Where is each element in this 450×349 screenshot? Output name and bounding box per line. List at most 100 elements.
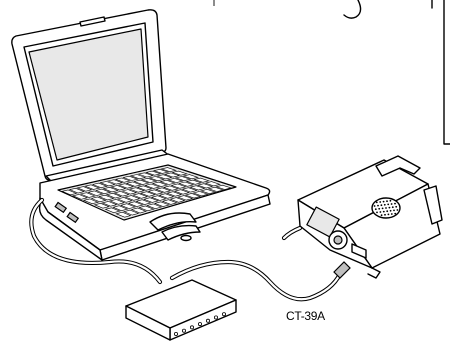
keyboard-key [173,189,191,195]
speaker-hole [381,207,384,210]
keyboard-key [138,205,155,212]
keyboard-key [125,181,142,187]
radio-knob-center [333,235,343,245]
callout-hook [343,0,362,19]
laptop-port [66,211,80,224]
speaker-holes [373,199,399,217]
radio-heatsink [375,155,421,177]
radio-transceiver [297,155,443,279]
keyboard-key [102,186,119,193]
keyboard-key [114,177,131,183]
callout-frame [431,0,450,145]
keyboard-key [90,196,107,203]
ct-39a-plug [333,261,351,279]
keyboard-key [61,189,78,196]
speaker-hole [394,202,396,205]
radio-jack [351,243,367,259]
speaker-hole [391,206,394,209]
keyboard-key [109,199,126,205]
speaker-hole [389,209,392,212]
speaker-hole [376,211,378,214]
speaker-hole [389,199,392,202]
keyboard-key [106,179,124,185]
keyboard-key [146,203,163,210]
keyboard-key [169,197,186,203]
keyboard-key [204,181,221,187]
speaker-hole [393,209,395,212]
speaker-hole [380,214,383,217]
keyboard-key [153,201,171,207]
keyboard-key [185,179,203,185]
keyboard-key [98,194,115,201]
keyboard-key [192,191,209,197]
keyboard-key [184,193,202,199]
keyboard-key [200,188,217,195]
keyboard-keys [61,167,232,218]
keyboard-key [93,202,110,209]
radio-bracket [367,267,381,279]
keyboard-key [162,185,180,191]
keyboard-key [132,193,149,199]
keyboard-key [110,185,127,191]
keyboard-key [145,170,162,176]
laptop-trackpad [161,224,201,241]
speaker-hole [377,204,379,207]
keyboard-key [91,182,108,189]
speaker-hole [379,201,382,203]
box-connector [221,312,226,317]
keyboard-key [84,184,101,190]
keyboard-key [99,181,116,187]
speaker-hole [390,203,393,205]
keyboard-key [104,207,121,214]
keyboard-key [207,186,225,192]
keyboard-key [174,176,192,182]
keyboard-key [112,205,129,212]
speaker-hole [379,211,382,213]
speaker-hole [382,200,385,203]
keyboard-key [124,195,141,201]
keyboard-key [143,197,160,203]
box-connector [173,331,178,336]
cables [29,197,343,302]
keyboard-key [127,201,144,207]
keyboard-key [117,183,135,189]
laptop-lid-latch [79,16,106,27]
keyboard-key [176,195,194,201]
keyboard-key [119,203,137,209]
keyboard-key [152,168,170,174]
keyboard-key [115,211,132,218]
speaker-hole [394,212,397,215]
speaker-hole [396,209,399,211]
laptop-base-side [38,197,103,261]
keyboard-key [121,189,138,195]
keyboard-key [170,183,187,189]
keyboard-key [130,207,147,214]
keyboard-key [137,172,155,178]
speaker-hole [384,213,386,216]
keyboard-key [133,179,150,185]
keyboard-key [144,183,161,189]
laptop-trackpad-buttons [149,212,197,231]
keyboard-key [151,181,169,187]
keyboard-key [167,178,184,183]
keyboard-key [161,199,178,205]
speaker-hole [382,210,385,213]
keyboard-key [128,187,146,193]
speaker-hole [386,200,388,203]
laptop-computer [11,9,271,261]
keyboard-key [101,201,118,207]
keyboard-key [189,185,206,191]
keyboard-key [122,175,139,181]
speaker-hole [387,213,390,216]
laptop-port [54,201,68,214]
box-connector [181,328,186,333]
keyboard-key [215,184,232,190]
speaker-hole [388,206,391,209]
interface-box-connectors [173,312,226,336]
radio-front-panel [306,206,340,238]
speaker-hole [387,203,390,206]
keyboard-key [94,188,112,195]
keyboard-key [113,191,130,197]
keyboard-key [181,187,198,193]
